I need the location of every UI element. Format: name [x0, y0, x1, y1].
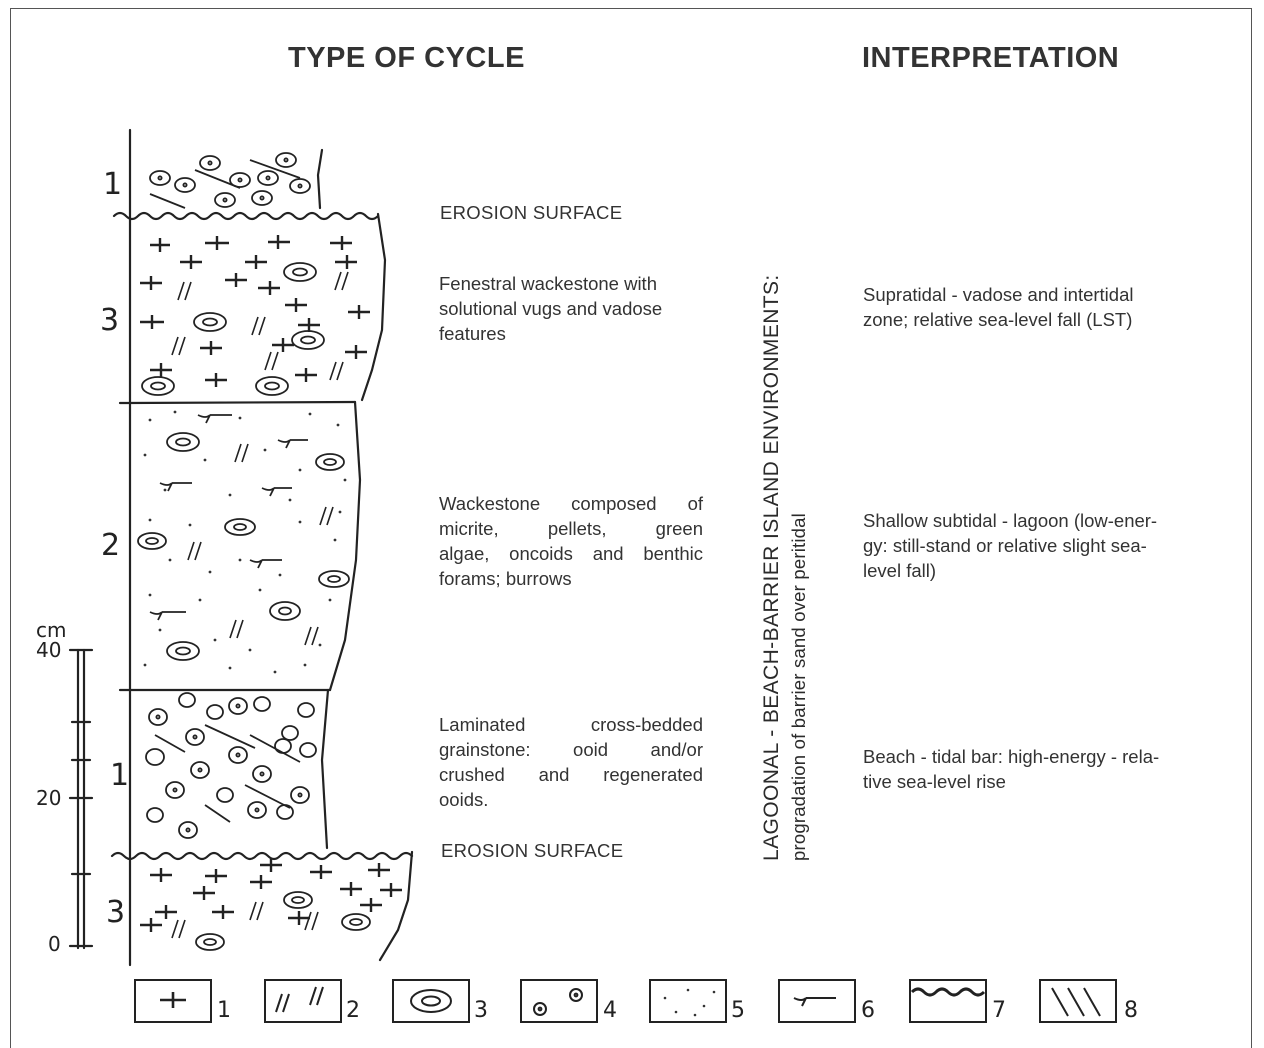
unit3-upper-right-edge	[360, 212, 387, 402]
legend-box-5	[649, 979, 727, 1023]
unit1-top-ooids	[149, 152, 311, 209]
legend-number-4: 4	[603, 998, 617, 1023]
legend-boxes	[134, 979, 1117, 1023]
legend-symbol-8	[1051, 987, 1101, 1017]
unit2-right-edge	[328, 400, 362, 692]
erosion-surface-bottom	[110, 851, 414, 861]
scale-tick-label-20: 20	[36, 786, 62, 810]
legend-symbol-6	[793, 997, 836, 1007]
legend-number-8: 8	[1124, 998, 1138, 1023]
cycle1-interpretation-line: Beach - tidal bar: high-energy - rela-	[863, 746, 1160, 767]
unit3-upper-oncoids	[141, 262, 325, 396]
legend-box-3	[392, 979, 470, 1023]
legend-box-1	[134, 979, 212, 1023]
cycle1-description-line: grainstone: ooid and/or	[439, 739, 703, 760]
scale-tick-label-40: 40	[36, 638, 62, 662]
unit3-lower-right-edge	[378, 850, 414, 962]
legend-symbol-7	[910, 987, 986, 997]
cycle1-description-line: ooids.	[439, 789, 489, 810]
environment-line-1: LAGOONAL - BEACH-BARRIER ISLAND ENVIRONM…	[760, 274, 783, 861]
legend-symbol-3	[410, 989, 452, 1013]
interpretation-heading: INTERPRETATION	[862, 42, 1120, 74]
legend-symbol-2	[275, 986, 324, 1013]
cycle1-interpretation-line: tive sea-level rise	[863, 771, 1006, 792]
cycle2-interpretation: Shallow subtidal - lagoon (low-ener- gy:…	[863, 508, 1157, 583]
legend-number-2: 2	[346, 998, 360, 1023]
cycle-label-1-lower: 1	[110, 758, 130, 793]
unit1-top-right-edge	[316, 148, 324, 210]
legend-box-2	[264, 979, 342, 1023]
scale-unit-label: cm	[36, 618, 67, 642]
legend-symbol-1	[160, 992, 186, 1008]
legend-number-1: 1	[217, 998, 231, 1023]
type-of-cycle-heading: TYPE OF CYCLE	[288, 42, 525, 74]
scale-tick-label-0: 0	[48, 932, 61, 956]
cycle2-description-line: forams; burrows	[439, 568, 572, 589]
cycle2-interpretation-line: gy: still-stand or relative slight sea-	[863, 535, 1147, 556]
cycle1-interpretation: Beach - tidal bar: high-energy - rela- t…	[863, 744, 1159, 794]
cycle2-description-line: algae, oncoids and benthic	[439, 543, 703, 564]
environment-line-2: progradation of barrier sand over periti…	[788, 513, 809, 861]
unit2-vugs	[187, 443, 334, 646]
legend-box-6	[778, 979, 856, 1023]
cycle3-interpretation-line: zone; relative sea-level fall (LST)	[863, 309, 1133, 330]
cycle-label-3-lower: 3	[106, 895, 126, 930]
legend-number-5: 5	[731, 998, 745, 1023]
environment-vertical-label: LAGOONAL - BEACH-BARRIER ISLAND ENVIRONM…	[758, 196, 828, 861]
erosion-surface-bottom-label: EROSION SURFACE	[441, 840, 624, 861]
cycle2-description-line: Wackestone composed of	[439, 493, 703, 514]
cycle2-interpretation-line: level fall)	[863, 560, 936, 581]
unit2-pellet-dots	[143, 410, 347, 674]
erosion-surface-top	[112, 211, 380, 221]
cycle3-description-line: solutional vugs and vadose	[439, 298, 663, 319]
unit3-lower-oncoids	[195, 891, 371, 951]
legend-symbols	[160, 986, 1101, 1017]
legend-number-6: 6	[861, 998, 875, 1023]
cycle2-description-line: micrite, pellets, green	[439, 518, 703, 539]
figure-frame	[10, 8, 1252, 1048]
unit2-burrows	[149, 414, 308, 621]
cycle-label-1-top: 1	[103, 167, 123, 202]
unit3-lower-fenestral-symbols	[140, 858, 402, 932]
legend-number-7: 7	[992, 998, 1006, 1023]
legend-symbol-4	[533, 988, 583, 1016]
cycle3-interpretation-line: Supratidal - vadose and intertidal	[863, 284, 1134, 305]
erosion-surface-top-label: EROSION SURFACE	[440, 202, 623, 223]
cycle-label-2: 2	[101, 528, 121, 563]
boundary-3-2	[118, 400, 357, 405]
unit3-lower-vugs	[171, 901, 319, 939]
unit3-upper-fenestral-symbols	[140, 235, 370, 387]
cycle-label-3-upper: 3	[100, 303, 120, 338]
cycle2-description: Wackestone composed of micrite, pellets,…	[439, 491, 703, 591]
legend-symbol-5	[663, 988, 716, 1017]
legend-number-3: 3	[474, 998, 488, 1023]
unit2-oncoids	[137, 432, 350, 661]
legend-box-8	[1039, 979, 1117, 1023]
legend-box-4	[520, 979, 598, 1023]
cycle2-interpretation-line: Shallow subtidal - lagoon (low-ener-	[863, 510, 1158, 531]
cycle3-description-line: Fenestral wackestone with	[439, 273, 657, 294]
cycle3-interpretation: Supratidal - vadose and intertidal zone;…	[863, 282, 1133, 332]
cycle1-description-line: crushed and regenerated	[439, 764, 703, 785]
cycle1-description-line: Laminated cross-bedded	[439, 714, 703, 735]
cycle3-description: Fenestral wackestone with solutional vug…	[439, 271, 701, 346]
legend-box-7	[909, 979, 987, 1023]
unit3-upper-vugs	[171, 271, 349, 381]
unit1-lower-ooids	[145, 692, 317, 839]
unit1-right-edge	[320, 688, 330, 850]
cycle3-description-line: features	[439, 323, 506, 344]
cycle1-description: Laminated cross-bedded grainstone: ooid …	[439, 712, 703, 812]
